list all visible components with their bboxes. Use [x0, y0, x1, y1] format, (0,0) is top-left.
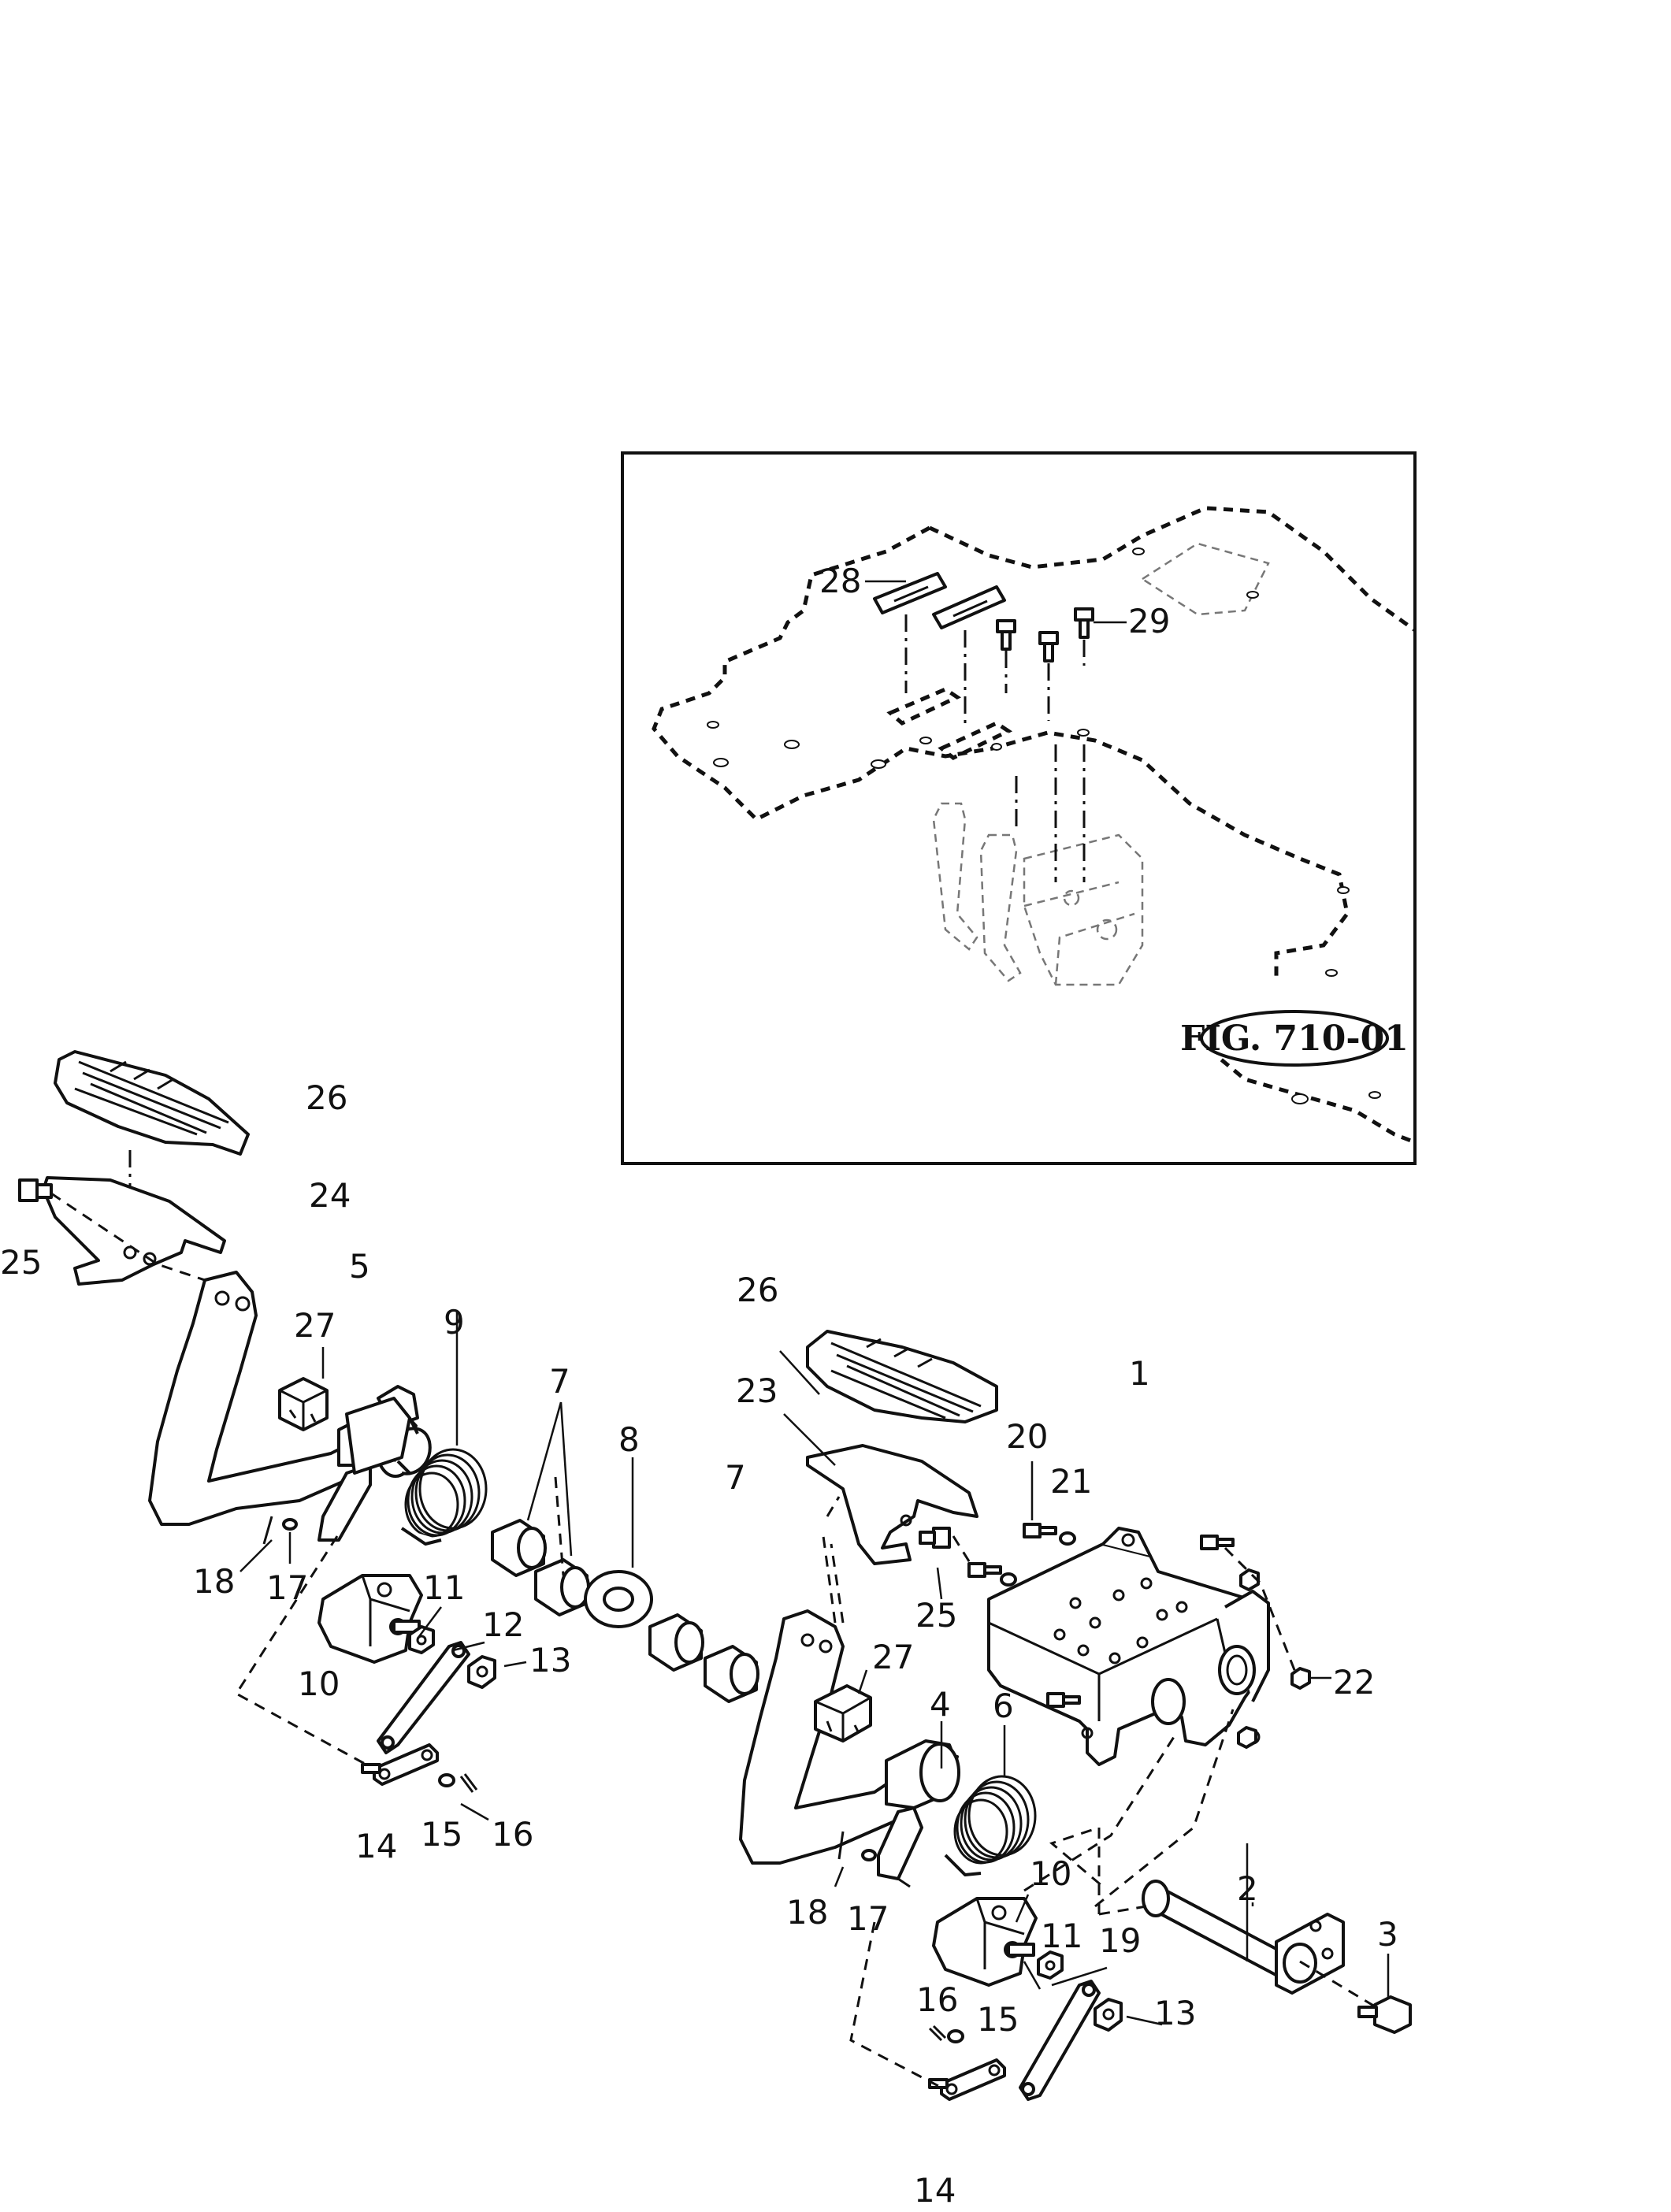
bolt-29-b: [1038, 631, 1059, 662]
label-21: 21: [1050, 1462, 1092, 1501]
label-24: 24: [309, 1176, 351, 1215]
pedal-pad-26-right: [806, 1330, 998, 1423]
label-2: 2: [1237, 1869, 1258, 1908]
label-5: 5: [349, 1247, 370, 1286]
label-10-left: 10: [298, 1665, 340, 1703]
label-14-left: 14: [355, 1827, 397, 1865]
pin-18-right: [837, 1831, 845, 1860]
pin-18-left: [262, 1516, 273, 1545]
label-26-right: 26: [737, 1271, 778, 1309]
bush-7-right-a: [648, 1613, 704, 1672]
nut-13-right: [1094, 1998, 1123, 2032]
right-pedal-group: [648, 1330, 1412, 2101]
washer-8: [584, 1570, 653, 1628]
stopper-27-left: [278, 1377, 329, 1431]
bolt-29-a: [996, 619, 1016, 651]
label-27-right: 27: [872, 1638, 914, 1676]
label-25-left: 25: [0, 1243, 42, 1282]
label-16-right: 16: [916, 1980, 958, 2019]
link-rod-19: [1019, 1980, 1101, 2101]
part-labels: 1 2 3 4 5 6 7 7 8 9 10 10 11 11 12 13 13…: [0, 1078, 1398, 2210]
label-26-left: 26: [306, 1078, 347, 1117]
nut-22-b: [1237, 1726, 1257, 1749]
washer-21-b: [1000, 1572, 1017, 1587]
bolt-20-d: [1046, 1692, 1081, 1708]
label-22: 22: [1333, 1663, 1375, 1702]
label-13-left: 13: [529, 1641, 571, 1679]
bush-7-left-b: [534, 1558, 590, 1616]
label-16-left: 16: [492, 1815, 533, 1854]
label-18-left: 18: [193, 1562, 235, 1601]
label-23: 23: [736, 1371, 778, 1410]
cotter-pin-16-left: [459, 1773, 478, 1793]
washer-21: [1059, 1531, 1076, 1546]
ghost-pedal-assembly: [932, 744, 1144, 986]
inset-label-28: 28: [819, 562, 861, 600]
bolt-29-c: [1074, 607, 1094, 639]
label-18-right: 18: [786, 1893, 828, 1932]
return-spring-6: [944, 1775, 1037, 1876]
return-spring-9: [400, 1448, 488, 1546]
label-8: 8: [618, 1420, 640, 1459]
clevis-14-right: [928, 2058, 1006, 2101]
label-7-left: 7: [549, 1362, 570, 1401]
label-20: 20: [1006, 1417, 1048, 1456]
label-9: 9: [444, 1303, 465, 1342]
left-pedal-group: [18, 1050, 653, 1821]
nut-11-left: [408, 1625, 435, 1654]
bolt-25-right: [919, 1527, 951, 1549]
label-1: 1: [1129, 1354, 1150, 1393]
label-17-right: 17: [847, 1899, 889, 1938]
switch-10-left: [317, 1574, 423, 1664]
bolt-25-left: [18, 1178, 53, 1202]
label-14-right: 14: [914, 2171, 956, 2210]
label-6: 6: [993, 1687, 1014, 1725]
washer-15-right: [947, 2029, 964, 2043]
pedal-plate-24: [42, 1176, 226, 1286]
pivot-shaft-2: [1142, 1880, 1345, 1995]
washer-17-right: [861, 1849, 877, 1861]
stopper-27-right: [814, 1684, 872, 1743]
figure-ref-text: FIG. 710-01: [1180, 1019, 1409, 1059]
label-15-right: 15: [977, 2000, 1019, 2039]
pedal-plate-23: [806, 1444, 978, 1565]
label-13-right: 13: [1154, 1994, 1196, 2032]
washer-15-left: [438, 1773, 455, 1787]
label-19: 19: [1099, 1921, 1141, 1960]
bush-7-left-a: [491, 1519, 547, 1577]
label-7-right: 7: [725, 1458, 746, 1497]
figure-ref-badge: [1200, 1010, 1389, 1067]
clevis-14-left: [361, 1743, 439, 1786]
label-12: 12: [482, 1605, 524, 1644]
inset-label-29: 29: [1128, 602, 1170, 640]
pivot-tube-left: [345, 1397, 411, 1475]
bolt-20: [1023, 1523, 1057, 1538]
bolt-20-b: [967, 1562, 1002, 1578]
label-25-right: 25: [915, 1596, 957, 1635]
pedal-arm-4: [739, 1609, 960, 1888]
label-27-left: 27: [294, 1306, 336, 1345]
bush-7-right-b: [704, 1645, 759, 1703]
label-17-left: 17: [266, 1568, 308, 1607]
bolt-3: [1357, 1995, 1412, 2034]
nut-11-right: [1037, 1950, 1064, 1980]
inset-panel: 28 29 FIG. 710-01: [621, 451, 1417, 1165]
label-15-left: 15: [421, 1815, 462, 1854]
bolt-20-c: [1200, 1535, 1235, 1550]
pedal-pad-26-left: [54, 1050, 250, 1156]
cotter-pin-16-right: [928, 2025, 947, 2042]
link-rod-12: [377, 1641, 470, 1754]
label-11-right: 11: [1041, 1917, 1082, 1955]
label-10-right: 10: [1030, 1854, 1071, 1893]
switch-10-right: [932, 1897, 1038, 1987]
washer-17-left: [282, 1518, 298, 1531]
label-4: 4: [930, 1685, 951, 1724]
nut-13-left: [467, 1655, 496, 1689]
pedal-bracket-1: [987, 1527, 1270, 1766]
label-3: 3: [1377, 1915, 1398, 1954]
nut-22: [1290, 1667, 1311, 1690]
label-11-left: 11: [423, 1568, 465, 1607]
nut-22-c: [1239, 1568, 1260, 1591]
